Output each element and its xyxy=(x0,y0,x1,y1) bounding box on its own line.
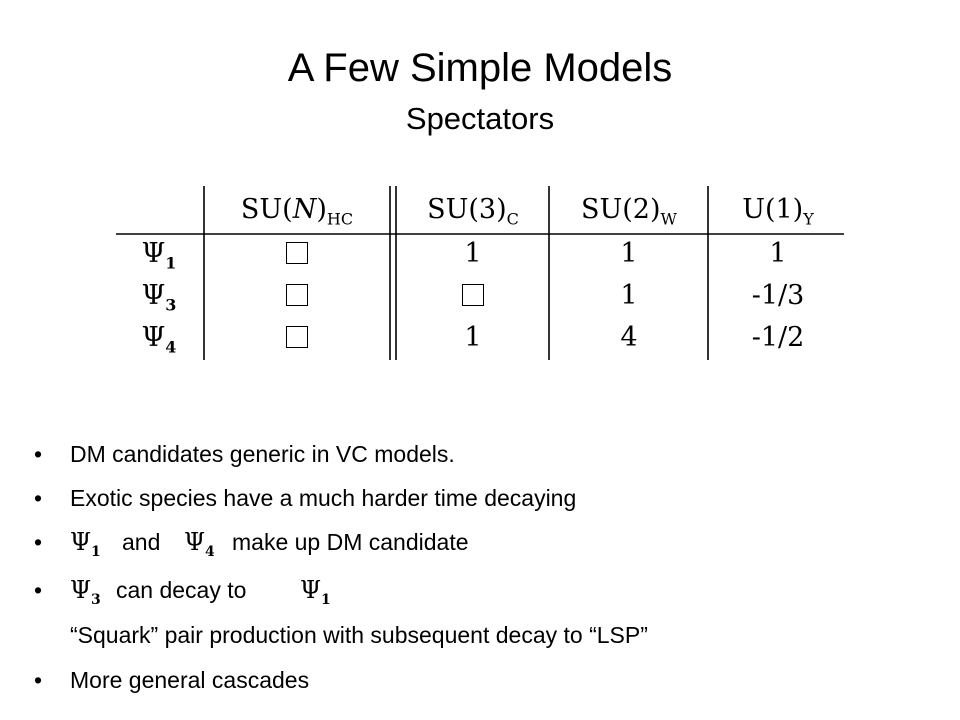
bullet-and: and xyxy=(122,529,161,555)
row-psi-4-su2: 4 xyxy=(620,322,638,353)
slide-subtitle: Spectators xyxy=(405,101,555,136)
fundamental-box-icon xyxy=(462,284,484,306)
fundamental-box-icon xyxy=(286,284,308,306)
row-psi-4-u1: -1/2 xyxy=(751,322,805,353)
row-psi-4-hc-box xyxy=(208,322,386,354)
row-psi-1-u1: 1 xyxy=(769,238,787,269)
bullet-make-up-dm: make up DM candidate xyxy=(232,529,469,555)
row-psi-4-su3: 1 xyxy=(464,322,482,353)
row-psi-3-su2: 1 xyxy=(620,280,638,311)
bullet-dot: • xyxy=(34,667,43,693)
bullet-dot: • xyxy=(34,529,43,555)
row-psi-1-su3: 1 xyxy=(464,238,482,269)
psi-1-symbol-target: Ψ1 xyxy=(300,576,331,608)
psi-4-symbol: Ψ4 xyxy=(184,528,215,560)
row-psi-1-label: Ψ1 xyxy=(141,238,177,273)
bullet-dot: • xyxy=(34,577,43,603)
header-su-n-hc: SU(N)HC xyxy=(240,194,354,229)
row-psi-3-su3-box xyxy=(400,280,546,312)
bullet-general-cascades: More general cascades xyxy=(70,667,310,693)
table-rules xyxy=(116,186,844,360)
fundamental-box-icon xyxy=(286,242,308,264)
row-psi-1-su2: 1 xyxy=(620,238,638,269)
header-su3-c: SU(3)C xyxy=(427,194,519,229)
row-psi-3-u1: -1/3 xyxy=(751,280,805,311)
psi-3-symbol: Ψ3 xyxy=(70,576,101,608)
bullet-can-decay: can decay to xyxy=(116,577,247,603)
row-psi-3-label: Ψ3 xyxy=(141,280,177,315)
squark-pair-line: “Squark” pair production with subsequent… xyxy=(70,622,648,648)
row-psi-3-hc-box xyxy=(208,280,386,312)
slide-title: A Few Simple Models xyxy=(287,46,673,90)
bullet-dot: • xyxy=(34,441,43,467)
representation-table: SU(N)HC SU(3)C SU(2)W U(1)Y Ψ1 1 1 1 Ψ3 … xyxy=(116,186,844,360)
bullet-dot: • xyxy=(34,485,43,511)
row-psi-1-hc-box xyxy=(208,238,386,270)
psi-1-symbol: Ψ1 xyxy=(70,528,101,560)
fundamental-box-icon xyxy=(286,326,308,348)
row-psi-4-label: Ψ4 xyxy=(141,322,177,357)
bullet-dm-generic: DM candidates generic in VC models. xyxy=(70,441,455,467)
header-u1-y: U(1)Y xyxy=(742,194,814,229)
bullet-exotic-species: Exotic species have a much harder time d… xyxy=(70,485,577,511)
header-su2-w: SU(2)W xyxy=(581,194,677,229)
